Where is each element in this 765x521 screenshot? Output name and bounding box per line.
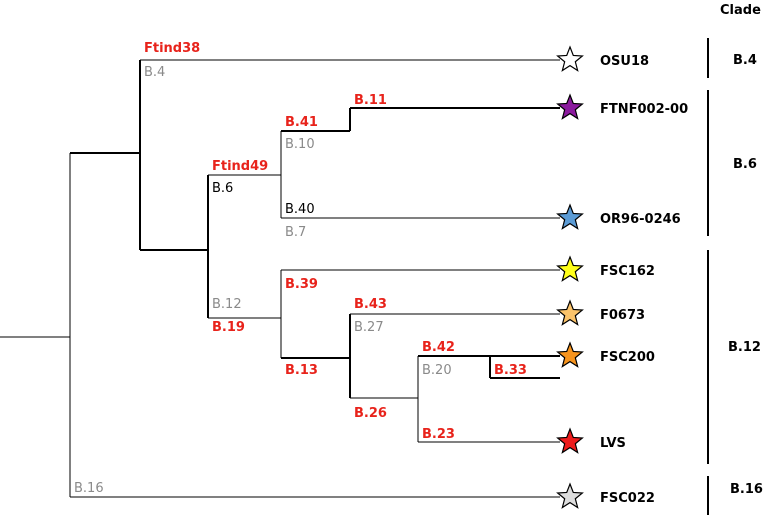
star-icon bbox=[556, 45, 584, 72]
node-label-b42: B.42 bbox=[422, 340, 455, 355]
node-label-b16: B.16 bbox=[74, 481, 104, 496]
node-label-b40: B.40 bbox=[285, 202, 315, 217]
leaf-name-f0673: F0673 bbox=[600, 308, 645, 323]
leaf-name-fsc200: FSC200 bbox=[600, 350, 655, 365]
leaf-names: OSU18 FTNF002-00 OR96-0246 FSC162 F0673 … bbox=[600, 54, 688, 506]
node-label-b23: B.23 bbox=[422, 427, 455, 442]
leaf-name-or96-0246: OR96-0246 bbox=[600, 212, 681, 227]
leaf-name-ftnf002-00: FTNF002-00 bbox=[600, 102, 688, 117]
clade-label-b4: B.4 bbox=[733, 53, 757, 68]
star-icon bbox=[556, 203, 584, 230]
star-icon bbox=[556, 427, 584, 454]
tree-branches bbox=[0, 59, 560, 498]
leaf-name-fsc162: FSC162 bbox=[600, 264, 655, 279]
leaf-name-fsc022: FSC022 bbox=[600, 491, 655, 506]
node-label-b43: B.43 bbox=[354, 297, 387, 312]
node-label-b13: B.13 bbox=[285, 363, 318, 378]
node-label-b41: B.41 bbox=[285, 115, 318, 130]
clade-column: Clade B.4 B.6 B.12 B.16 bbox=[707, 3, 763, 515]
node-label-b19: B.19 bbox=[212, 320, 245, 335]
node-label-b12: B.12 bbox=[212, 297, 242, 312]
node-label-b26: B.26 bbox=[354, 406, 387, 421]
leaf-name-osu18: OSU18 bbox=[600, 54, 649, 69]
leaf-stars bbox=[556, 45, 584, 509]
node-label-b39: B.39 bbox=[285, 277, 318, 292]
node-label-b4: B.4 bbox=[144, 65, 165, 80]
node-labels: Ftind38 B.4 B.41 B.11 B.10 Ftind49 B.6 B… bbox=[74, 41, 527, 496]
node-label-b27: B.27 bbox=[354, 320, 384, 335]
node-label-b33: B.33 bbox=[494, 363, 527, 378]
node-label-ftind38: Ftind38 bbox=[144, 41, 200, 56]
star-icon bbox=[556, 341, 584, 368]
star-icon bbox=[556, 299, 584, 326]
clade-header: Clade bbox=[720, 3, 761, 18]
node-label-ftind49: Ftind49 bbox=[212, 159, 268, 174]
node-label-b6: B.6 bbox=[212, 181, 233, 196]
leaf-name-lvs: LVS bbox=[600, 436, 626, 451]
clade-label-b6: B.6 bbox=[733, 157, 757, 172]
star-icon bbox=[556, 255, 584, 282]
star-icon bbox=[556, 482, 584, 509]
node-label-b11: B.11 bbox=[354, 93, 387, 108]
clade-label-b12: B.12 bbox=[728, 340, 761, 355]
clade-label-b16: B.16 bbox=[730, 482, 763, 497]
node-label-b7: B.7 bbox=[285, 225, 306, 240]
node-label-b10: B.10 bbox=[285, 137, 315, 152]
star-icon bbox=[556, 93, 584, 120]
node-label-b20: B.20 bbox=[422, 363, 452, 378]
